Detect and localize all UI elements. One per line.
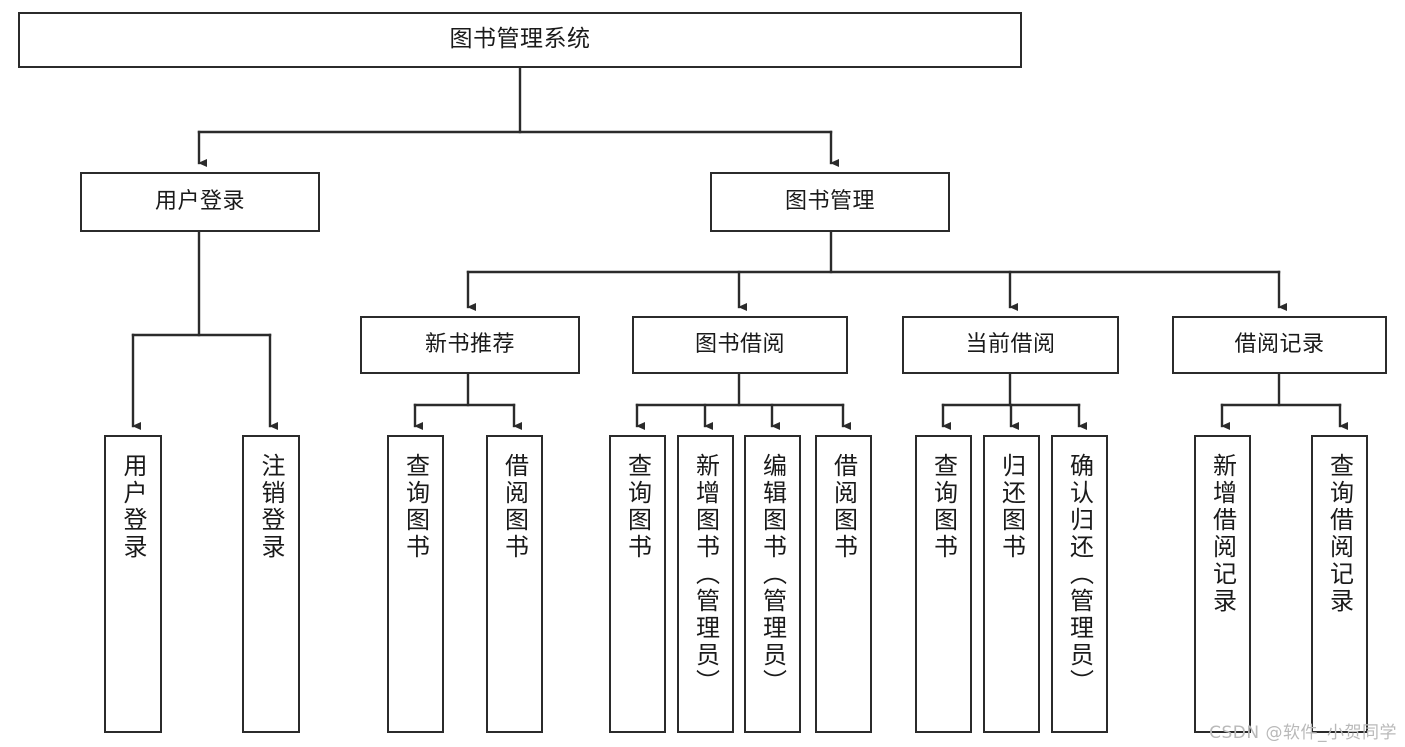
node-leaf-borrow-book-1[interactable]: 借阅图书 (486, 435, 543, 733)
node-label: 新增借阅记录 (1208, 453, 1237, 615)
node-leaf-query-borrow-record[interactable]: 查询借阅记录 (1311, 435, 1368, 733)
node-book-borrow[interactable]: 图书借阅 (632, 316, 848, 374)
node-leaf-edit-book[interactable]: 编辑图书（管理员） (744, 435, 801, 733)
node-leaf-add-book[interactable]: 新增图书（管理员） (677, 435, 734, 733)
node-leaf-confirm-return[interactable]: 确认归还（管理员） (1051, 435, 1108, 733)
node-leaf-return-book[interactable]: 归还图书 (983, 435, 1040, 733)
node-book-management[interactable]: 图书管理 (710, 172, 950, 232)
node-new-book-recommend[interactable]: 新书推荐 (360, 316, 580, 374)
node-label: 当前借阅 (965, 332, 1056, 358)
node-user-login[interactable]: 用户登录 (80, 172, 320, 232)
node-leaf-logout-login[interactable]: 注销登录 (242, 435, 300, 733)
node-label: 新书推荐 (424, 332, 515, 358)
node-label: 查询借阅记录 (1325, 453, 1354, 615)
node-root-book-management-system[interactable]: 图书管理系统 (18, 12, 1022, 68)
node-leaf-query-book-3[interactable]: 查询图书 (915, 435, 972, 733)
node-label: 确认归还（管理员） (1065, 453, 1094, 696)
node-label: 查询图书 (623, 453, 652, 561)
node-label: 借阅图书 (500, 453, 529, 561)
node-borrow-record[interactable]: 借阅记录 (1172, 316, 1387, 374)
node-leaf-borrow-book-2[interactable]: 借阅图书 (815, 435, 872, 733)
node-leaf-query-book-2[interactable]: 查询图书 (609, 435, 666, 733)
node-label: 归还图书 (997, 453, 1026, 561)
node-label: 查询图书 (401, 453, 430, 561)
node-label: 查询图书 (929, 453, 958, 561)
node-label: 新增图书（管理员） (691, 453, 720, 696)
node-label: 编辑图书（管理员） (758, 453, 787, 696)
node-current-borrow[interactable]: 当前借阅 (902, 316, 1119, 374)
node-label: 用户登录 (154, 189, 245, 215)
node-label: 图书管理系统 (449, 26, 591, 53)
node-label: 用户登录 (119, 453, 147, 561)
node-label: 图书管理 (784, 189, 875, 215)
node-leaf-query-book-1[interactable]: 查询图书 (387, 435, 444, 733)
node-label: 注销登录 (257, 453, 285, 561)
node-label: 图书借阅 (694, 332, 785, 358)
node-leaf-user-login[interactable]: 用户登录 (104, 435, 162, 733)
node-leaf-add-borrow-record[interactable]: 新增借阅记录 (1194, 435, 1251, 733)
node-label: 借阅图书 (829, 453, 858, 561)
node-label: 借阅记录 (1234, 332, 1325, 358)
